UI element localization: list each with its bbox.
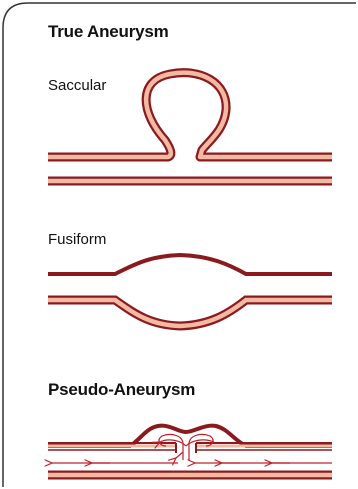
fusiform-top-wall — [48, 255, 332, 274]
fusiform-bottom-wall — [48, 300, 332, 326]
saccular-label: Saccular — [48, 77, 106, 94]
fusiform-label: Fusiform — [48, 231, 106, 248]
pseudo-aneurysm-diagram — [48, 426, 332, 475]
true-aneurysm-title: True Aneurysm — [48, 22, 169, 42]
pseudo-aneurysm-title: Pseudo-Aneurysm — [48, 380, 195, 400]
fusiform-diagram — [48, 255, 332, 326]
flow-arrow-icon — [52, 434, 332, 463]
